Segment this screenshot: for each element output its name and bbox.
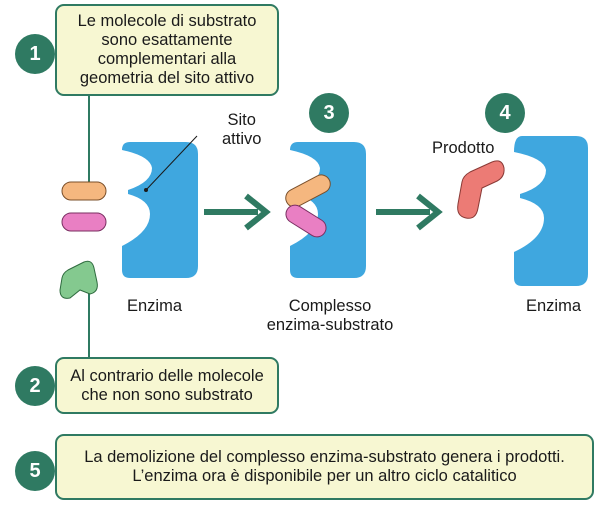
enzyme-right-label: Enzima: [526, 297, 582, 315]
step-1-line: sono esattamente: [101, 31, 233, 49]
complex-label-line: Complesso: [288, 297, 372, 315]
step-1-line: geometria del sito attivo: [79, 69, 255, 87]
active-site-pointer: [145, 135, 198, 191]
active-site-label-line: attivo: [222, 130, 262, 148]
complex-substrate-pink: [285, 204, 327, 238]
step-5-box: La demolizione del complesso enzima-subs…: [55, 434, 594, 500]
substrate-pink: [61, 212, 107, 232]
substrate-orange: [61, 181, 107, 201]
complex-label-line: enzima-substrato: [266, 316, 394, 334]
active-site-label: Sito attivo: [222, 111, 261, 149]
step-5-line: La demolizione del complesso enzima-subs…: [84, 448, 565, 466]
step-2-line: Al contrario delle molecole: [70, 366, 264, 385]
enzyme-complex: [290, 142, 366, 278]
arrow-right-icon: [204, 193, 271, 231]
step-3-badge: 3: [309, 93, 349, 133]
enzyme-right: [514, 136, 588, 286]
step-4-badge: 4: [485, 93, 525, 133]
complex-label: Complesso enzima-substrato: [260, 297, 400, 335]
arrow-right-icon: [376, 193, 443, 231]
step-2-badge: 2: [15, 366, 55, 406]
step-1-badge: 1: [15, 34, 55, 74]
step-5-line: L’enzima ora è disponibile per un altro …: [132, 467, 517, 485]
step-5-badge: 5: [15, 451, 55, 491]
enzyme-left-label: Enzima: [127, 297, 183, 315]
step-2-box: Al contrario delle molecole che non sono…: [55, 357, 279, 414]
product-label: Prodotto: [432, 139, 495, 157]
active-site-pointer-dot: [144, 188, 148, 192]
complex-substrate-orange: [285, 174, 331, 208]
enzyme-left: [122, 142, 198, 278]
step-1-line: Le molecole di substrato: [77, 12, 257, 30]
product-molecule: [457, 160, 505, 219]
non-substrate-molecule: [59, 260, 98, 299]
step-1-box: Le molecole di substrato sono esattament…: [55, 4, 279, 96]
step-1-line: complementari alla: [97, 50, 237, 68]
active-site-label-line: Sito: [227, 111, 256, 129]
step-2-line: che non sono substrato: [81, 385, 253, 404]
